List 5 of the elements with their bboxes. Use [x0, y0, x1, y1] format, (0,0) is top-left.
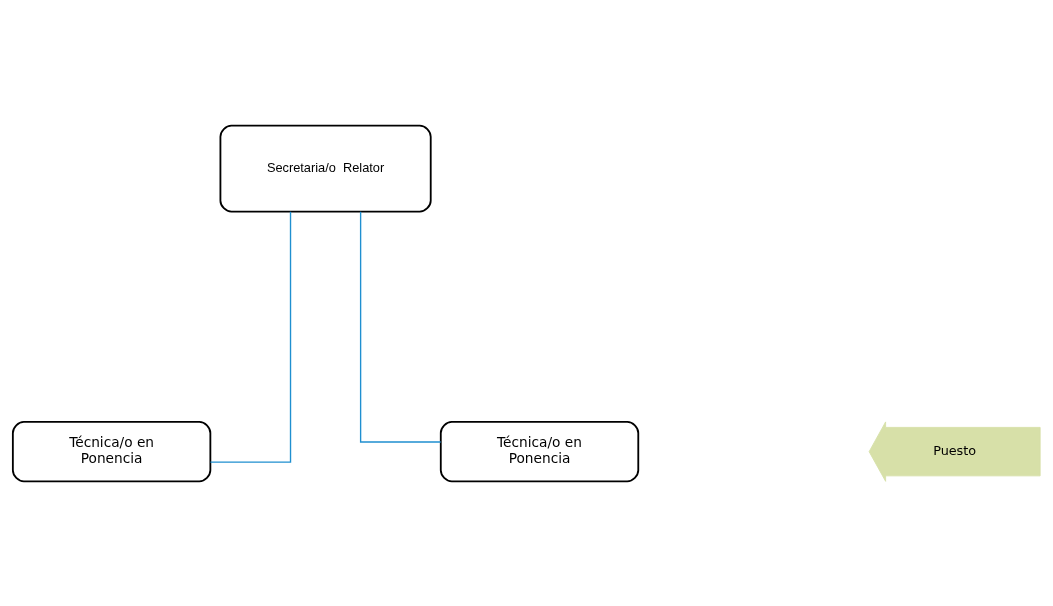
node-box: Secretaria/o Relator [219, 124, 432, 213]
node-box: Técnica/o en Ponencia [11, 420, 212, 482]
connector [209, 210, 292, 463]
node-box: Técnica/o en Ponencia [439, 420, 640, 482]
connector [359, 210, 442, 443]
